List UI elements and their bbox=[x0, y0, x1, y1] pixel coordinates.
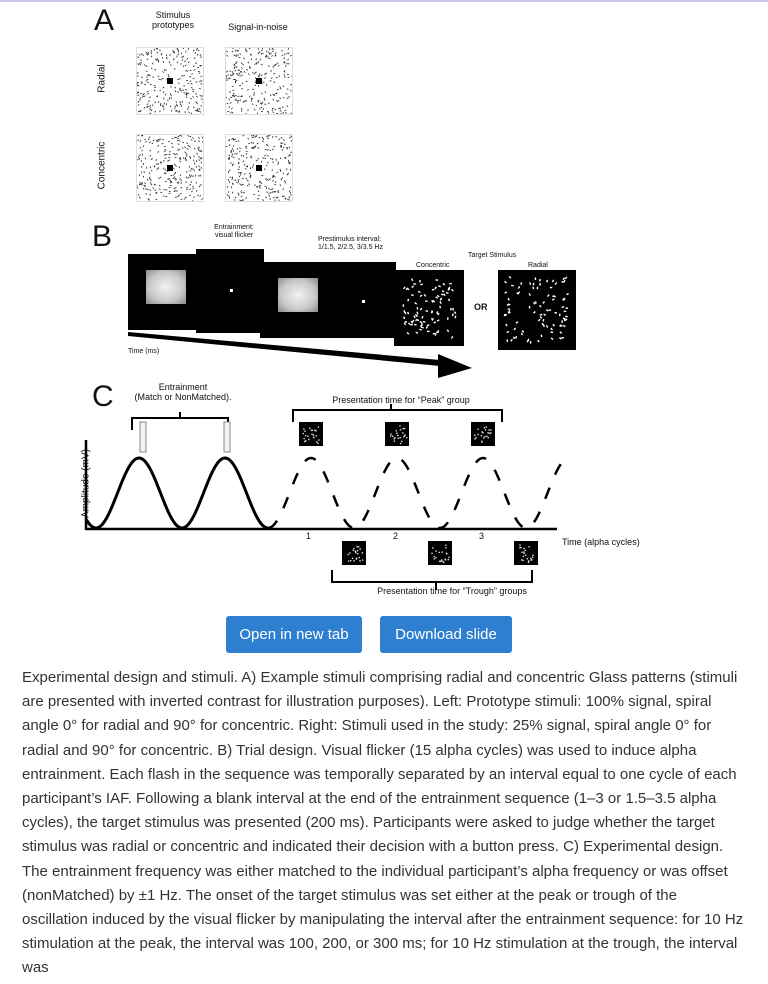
or-label: OR bbox=[474, 302, 488, 312]
figure-image: A Stimulus prototypes Signal-in-noise Ra… bbox=[70, 0, 690, 610]
row-label-radial: Radial bbox=[96, 64, 108, 93]
tick-label-2: 2 bbox=[393, 531, 399, 541]
x-axis-label: Time (alpha cycles) bbox=[562, 537, 640, 547]
col-label-prototypes: Stimulus prototypes bbox=[151, 10, 195, 31]
panel-c-letter: C bbox=[92, 380, 114, 413]
flicker-frame-1 bbox=[128, 254, 196, 330]
col-label-signal-in-noise: Signal-in-noise bbox=[228, 22, 288, 32]
flicker-frame-2 bbox=[260, 262, 328, 338]
radial-label: Radial bbox=[528, 262, 548, 269]
tick-label-3: 3 bbox=[479, 531, 485, 541]
concentric-noise-stimulus bbox=[225, 134, 293, 202]
entrainment-match-label: Entrainment (Match or NonMatched). bbox=[134, 382, 232, 403]
open-in-new-tab-button[interactable]: Open in new tab bbox=[226, 616, 362, 653]
radial-prototype-stimulus bbox=[136, 47, 204, 115]
target-stimulus-label: Target Stimulus bbox=[468, 252, 517, 259]
concentric-prototype-stimulus bbox=[136, 134, 204, 202]
download-slide-button[interactable]: Download slide bbox=[380, 616, 512, 653]
concentric-label: Concentric bbox=[416, 262, 450, 269]
blank-frame-2 bbox=[326, 262, 396, 338]
time-arrow bbox=[128, 332, 472, 378]
prestimulus-interval-label: Prestimulus interval: 1/1.5, 2/2.5, 3/3.… bbox=[318, 236, 383, 252]
radial-target-frame bbox=[498, 270, 576, 350]
entrainment-flicker-label: Entrainment: visual flicker bbox=[214, 224, 254, 240]
caption-text: Experimental design and stimuli. A) Exam… bbox=[22, 669, 744, 977]
blank-frame-1 bbox=[196, 249, 264, 333]
top-border bbox=[0, 0, 768, 2]
trough-group-label: Presentation time for “Trough” groups bbox=[377, 586, 527, 596]
oscillation-plot bbox=[84, 404, 571, 590]
peak-group-label: Presentation time for “Peak” group bbox=[332, 395, 470, 405]
panel-a-letter: A bbox=[94, 4, 115, 37]
tick-label-1: 1 bbox=[306, 531, 312, 541]
panel-b-letter: B bbox=[92, 220, 113, 253]
concentric-target-frame bbox=[394, 270, 464, 346]
row-label-concentric: Concentric bbox=[96, 141, 108, 190]
figure-caption: Experimental design and stimuli. A) Exam… bbox=[22, 666, 744, 981]
time-axis-label: Time (ms) bbox=[128, 348, 160, 355]
radial-noise-stimulus bbox=[225, 47, 293, 115]
